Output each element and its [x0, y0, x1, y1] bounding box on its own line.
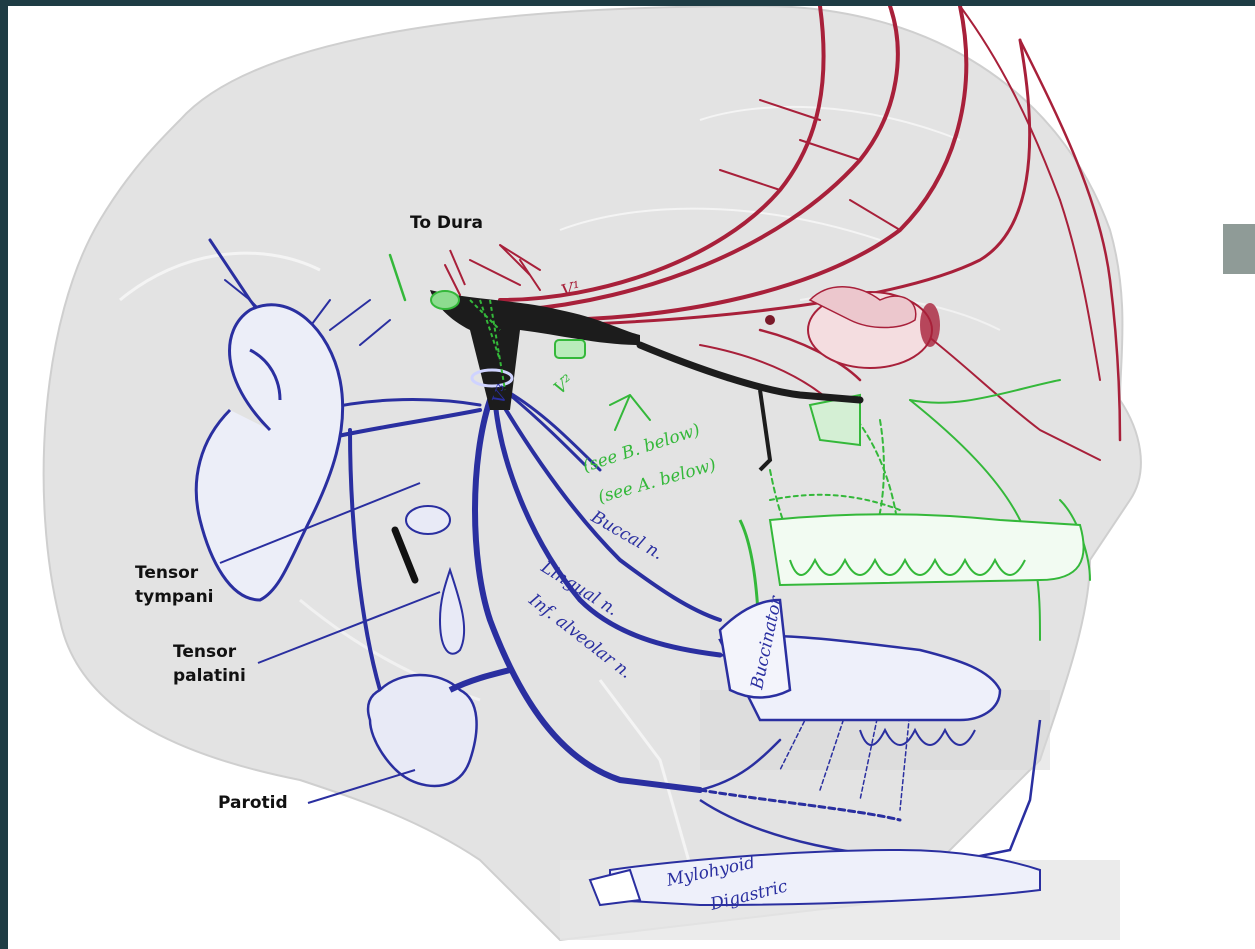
diagram-frame: To Dura Tensor tympani Tensor palatini P…	[8, 6, 1255, 949]
label-tensor-tympani-line1: Tensor	[135, 563, 199, 583]
trigeminal-nerve-diagram: To Dura Tensor tympani Tensor palatini P…	[8, 6, 1255, 949]
side-tab[interactable]	[1223, 224, 1255, 274]
label-tensor-tympani-line2: tympani	[135, 587, 214, 607]
ciliary-ganglion	[765, 315, 775, 325]
label-tensor-palatini-line2: palatini	[173, 666, 246, 686]
label-to-dura: To Dura	[410, 213, 483, 233]
label-parotid: Parotid	[218, 793, 288, 813]
label-tensor-palatini-line1: Tensor	[173, 642, 237, 662]
